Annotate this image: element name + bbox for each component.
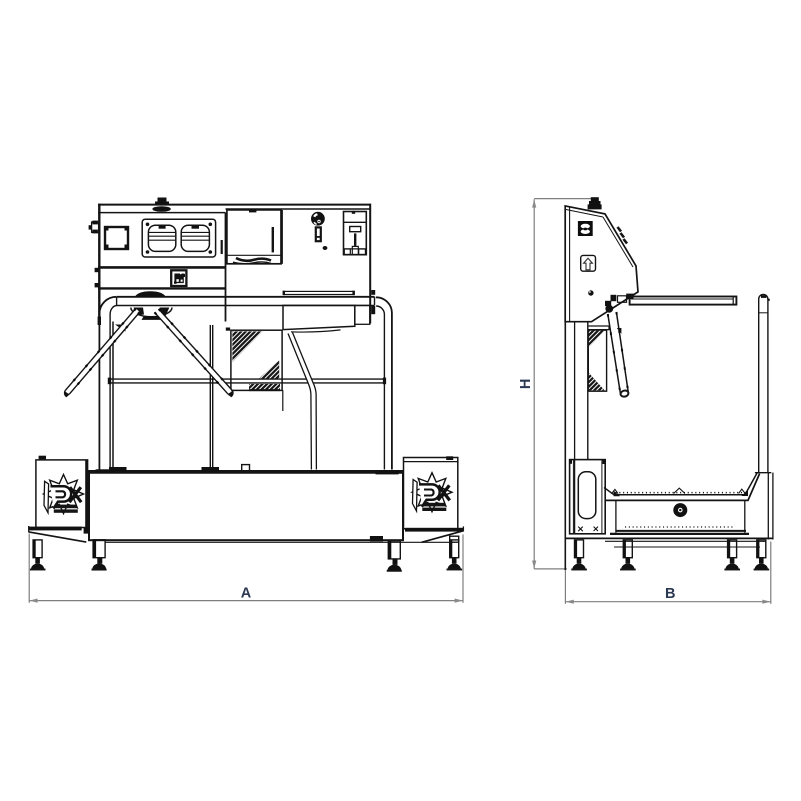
svg-text:A: A <box>241 586 252 602</box>
svg-text:H: H <box>518 379 534 389</box>
svg-text:B: B <box>665 586 675 602</box>
